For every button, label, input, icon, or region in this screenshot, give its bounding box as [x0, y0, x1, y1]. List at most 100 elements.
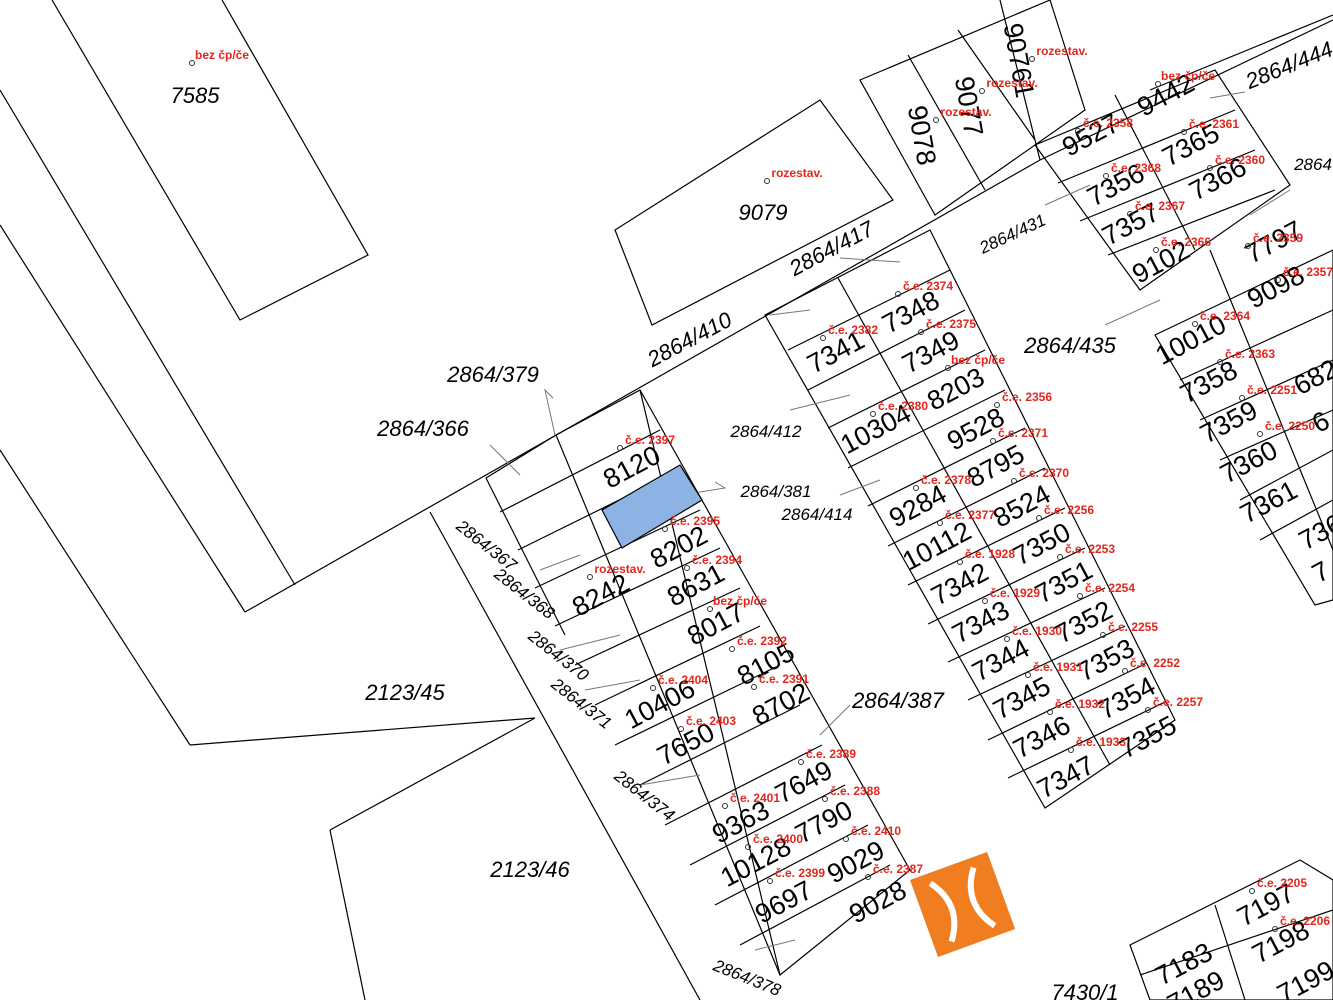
- point-marker-icon: [1068, 747, 1074, 753]
- status-annotation: č.e. 2394: [692, 553, 742, 567]
- point-marker-icon: [678, 726, 684, 732]
- status-annotation: rozestav.: [771, 166, 822, 180]
- parcel-label-small: 2864/414: [781, 505, 853, 524]
- status-annotation: č.e. 2380: [878, 399, 928, 413]
- status-annotation: č.e. 2356: [1002, 390, 1052, 404]
- point-marker-icon: [1025, 672, 1031, 678]
- building-number: 9078: [902, 103, 942, 167]
- point-marker-icon: [767, 878, 773, 884]
- point-marker-icon: [1011, 478, 1017, 484]
- point-marker-icon: [957, 559, 963, 565]
- status-annotation: č.e. 2374: [903, 279, 953, 293]
- status-annotation: č.e. 2371: [998, 426, 1048, 440]
- parcel-label: 2123/45: [364, 680, 445, 705]
- point-marker-icon: [1075, 128, 1081, 134]
- parcel-label-small: 2864/431: [976, 210, 1049, 258]
- status-annotation: č.e. 2399: [775, 866, 825, 880]
- building-number: 8203: [922, 362, 989, 417]
- status-annotation: č.e. 2370: [1019, 466, 1069, 480]
- point-marker-icon: [745, 844, 751, 850]
- point-marker-icon: [1239, 395, 1245, 401]
- status-annotation: č.e. 2363: [1225, 347, 1275, 361]
- status-annotation: č.e. 2255: [1108, 620, 1158, 634]
- point-marker-icon: [822, 796, 828, 802]
- status-annotation: rozestav.: [986, 76, 1037, 90]
- point-marker-icon: [798, 759, 804, 765]
- point-marker-icon: [1217, 359, 1223, 365]
- point-marker-icon: [982, 598, 988, 604]
- point-marker-icon: [1122, 668, 1128, 674]
- point-marker-icon: [617, 445, 623, 451]
- building-number: 7199: [1272, 955, 1333, 1000]
- building-number: 7: [1307, 555, 1333, 589]
- status-annotation: rozestav.: [594, 562, 645, 576]
- point-marker-icon: [937, 520, 943, 526]
- parcel-label-small: 2864/381: [740, 482, 812, 501]
- parcel-label: 7585: [171, 83, 221, 108]
- parcel-label: 2864/435: [1023, 333, 1117, 358]
- status-annotation: č.e. 2392: [737, 634, 787, 648]
- point-marker-icon: [1192, 321, 1198, 327]
- status-annotation: č.e. 2367: [1135, 199, 1185, 213]
- parcel-label: 2864/444: [1241, 36, 1333, 94]
- status-annotation: bez čp/če: [1161, 69, 1215, 83]
- status-annotation: bez čp/če: [195, 48, 249, 62]
- point-marker-icon: [189, 60, 195, 66]
- point-marker-icon: [870, 411, 876, 417]
- parcel-label: 7430/1: [1051, 980, 1118, 1000]
- status-annotation: č.e. 1930: [1012, 624, 1062, 638]
- status-annotation: č.e. 2391: [759, 672, 809, 686]
- building-number: 736: [1294, 508, 1333, 556]
- building-number: 7361: [1235, 475, 1302, 530]
- point-marker-icon: [979, 88, 985, 94]
- point-marker-icon: [722, 803, 728, 809]
- point-marker-icon: [1275, 277, 1281, 283]
- status-annotation: č.e. 2364: [1200, 309, 1250, 323]
- point-marker-icon: [764, 178, 770, 184]
- point-marker-icon: [1100, 632, 1106, 638]
- status-annotation: č.e. 2357: [1283, 265, 1333, 279]
- orange-x-logo-icon: [910, 851, 1016, 958]
- point-marker-icon: [751, 684, 757, 690]
- status-annotation: č.e. 2388: [830, 784, 880, 798]
- building-number: 7358: [1175, 355, 1242, 410]
- point-marker-icon: [895, 291, 901, 297]
- point-marker-icon: [1145, 707, 1151, 713]
- point-marker-icon: [650, 685, 656, 691]
- parcel-label: 2864/410: [642, 306, 736, 372]
- point-marker-icon: [1153, 247, 1159, 253]
- boundary-arrows: [489, 91, 1291, 951]
- status-annotation: č.e. 2360: [1215, 153, 1265, 167]
- parcel-label: 2123/46: [489, 857, 570, 882]
- building-number: 7359: [1195, 395, 1262, 450]
- point-marker-icon: [1181, 129, 1187, 135]
- parcel-label: 2864/387: [851, 688, 945, 713]
- point-marker-icon: [1257, 431, 1263, 437]
- highlighted-parcel[interactable]: [601, 464, 703, 549]
- parcel-label-small: 2864/378: [710, 955, 784, 1000]
- status-annotation: č.e. 2378: [921, 473, 971, 487]
- status-annotation: č.e. 2252: [1130, 656, 1180, 670]
- point-marker-icon: [684, 565, 690, 571]
- status-annotation: č.e. 2375: [926, 317, 976, 331]
- point-marker-icon: [1272, 926, 1278, 932]
- status-annotation: č.e. 2257: [1153, 695, 1203, 709]
- status-annotation: č.e. 2395: [670, 514, 720, 528]
- status-annotation: č.e. 2366: [1161, 235, 1211, 249]
- status-annotation: č.e. 2253: [1065, 542, 1115, 556]
- parcel-label: 2864/366: [376, 416, 470, 441]
- point-marker-icon: [1047, 709, 1053, 715]
- point-marker-icon: [865, 874, 871, 880]
- status-annotation: č.e. 2401: [730, 791, 780, 805]
- building-number: 7360: [1215, 435, 1282, 490]
- point-marker-icon: [1103, 173, 1109, 179]
- parcel-label-small: 2864/412: [730, 422, 802, 441]
- point-marker-icon: [1029, 56, 1035, 62]
- status-annotation: č.e. 2377: [945, 508, 995, 522]
- status-annotation: č.e. 1931: [1033, 660, 1083, 674]
- status-annotation: č.e. 2403: [686, 714, 736, 728]
- point-marker-icon: [1036, 515, 1042, 521]
- point-marker-icon: [1077, 593, 1083, 599]
